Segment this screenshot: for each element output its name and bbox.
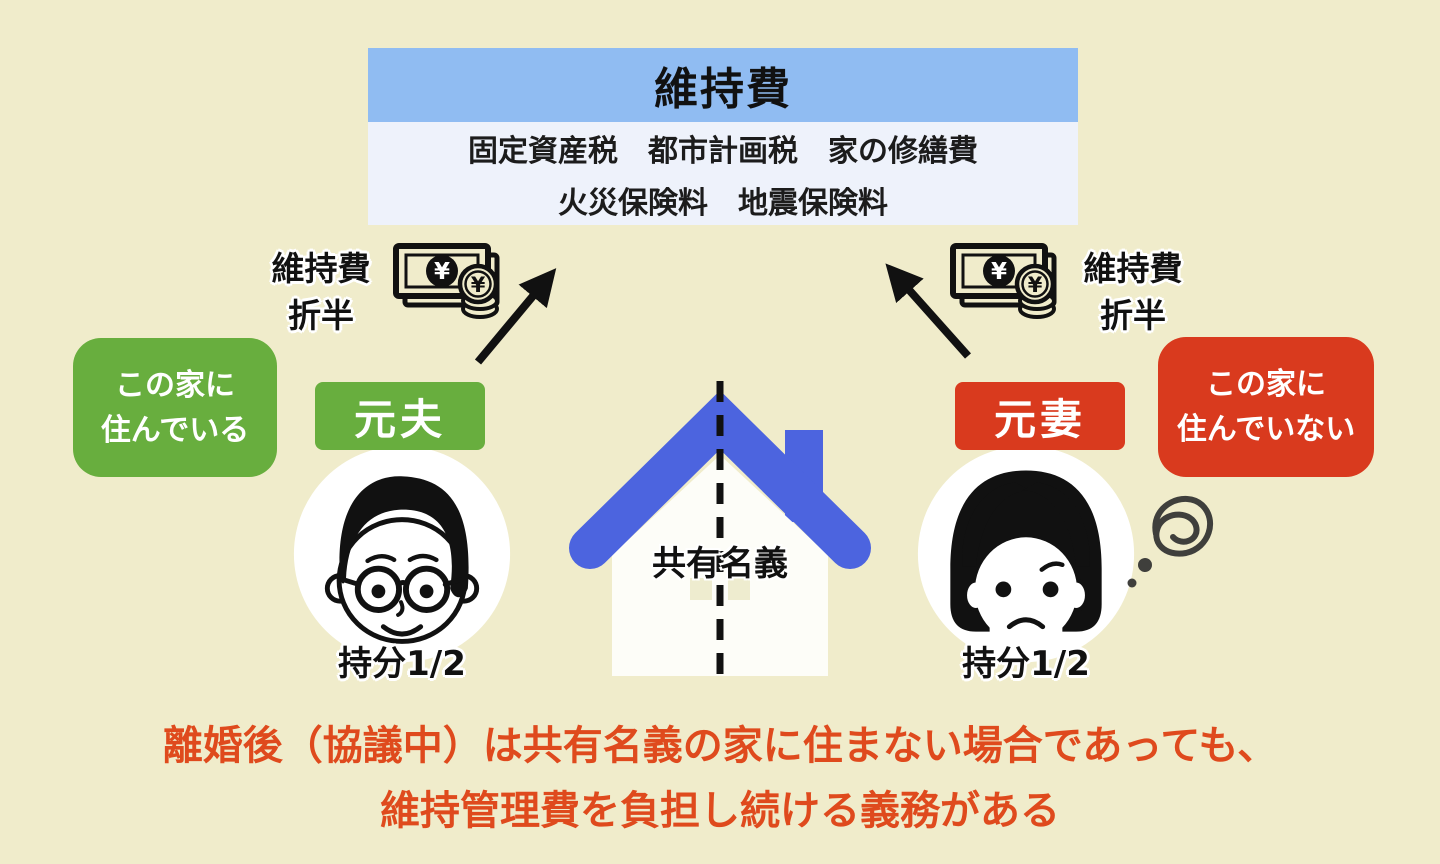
maintenance-box-header: 維持費 [368,48,1078,122]
left-cost-split-label: 維持費 折半 [256,246,386,340]
ex-wife-label: 元妻 [955,382,1125,450]
right-badge-line2: 住んでいない [1176,412,1356,447]
caption-line2: 維持管理費を負担し続ける義務がある [380,787,1060,834]
ex-husband-avatar [293,445,511,663]
left-badge-line2: 住んでいる [100,412,250,448]
bottom-caption: 離婚後（協議中）は共有名義の家に住まない場合であっても、 維持管理費を負担し続け… [0,714,1440,844]
maintenance-items-line2: 火災保険料 地震保険料 [558,185,888,221]
man-glasses [340,565,464,613]
ex-husband-label: 元夫 [315,382,485,450]
man-hair [339,476,469,598]
ex-wife-avatar [917,445,1135,663]
right-badge-line1: この家に [1206,367,1326,402]
left-living-status-badge: この家に 住んでいる [73,338,277,477]
left-cost-split-line2: 折半 [288,295,354,335]
left-badge-line1: この家に [115,367,235,403]
maintenance-box-title: 維持費 [654,64,792,115]
woman-fringe-left [962,482,1029,567]
right-ownership-share: 持分1/2 [962,644,1090,684]
right-money-icon [953,246,1054,317]
maintenance-items-line1: 固定資産税 都市計画税 家の修繕費 [468,133,978,169]
left-cost-split-line1: 維持費 [271,249,371,288]
maintenance-box-body: 固定資産税 都市計画税 家の修繕費 火災保険料 地震保険料 [368,122,1078,225]
right-cost-split-label: 維持費 折半 [1068,246,1198,340]
joint-ownership-label: 共有名義 [652,544,788,584]
right-cost-split-line1: 維持費 [1083,249,1183,288]
woman-fringe-right [1023,482,1090,567]
caption-line1: 離婚後（協議中）は共有名義の家に住まない場合であっても、 [162,723,1278,769]
right-living-status-badge: この家に 住んでいない [1158,337,1374,477]
left-money-icon [396,246,497,317]
left-ownership-share: 持分1/2 [338,644,466,684]
left-payment-arrow-icon [474,268,557,365]
jointly-owned-house [569,381,871,676]
right-payment-arrow-icon [885,263,971,359]
maintenance-cost-box: 維持費 固定資産税 都市計画税 家の修繕費 火災保険料 地震保険料 [368,48,1078,225]
frustration-scribble-icon [1127,495,1214,588]
right-cost-split-line2: 折半 [1100,295,1166,335]
